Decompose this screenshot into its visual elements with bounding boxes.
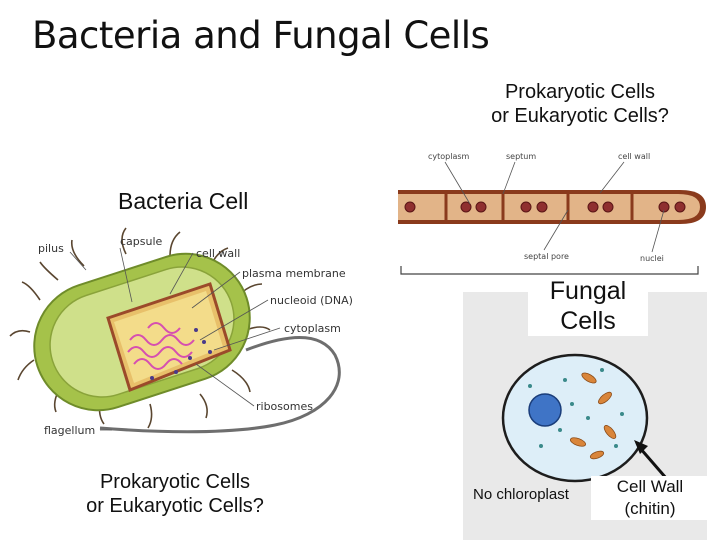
hypha-leader-lines xyxy=(444,161,665,253)
bacteria-label-flagellum: flagellum xyxy=(44,424,96,437)
bacteria-heading: Bacteria Cell xyxy=(118,188,249,214)
hypha-label-septal-pore: septal pore xyxy=(524,252,569,261)
question-bottom: Prokaryotic Cells or Eukaryotic Cells? xyxy=(50,470,300,518)
bacteria-label-capsule: capsule xyxy=(120,235,163,248)
hypha-bracket xyxy=(400,266,699,275)
hypha-diagram xyxy=(398,161,706,275)
hypha-septa xyxy=(444,190,634,224)
bacteria-label-cell-wall: cell wall xyxy=(196,247,241,260)
pili xyxy=(9,227,271,429)
no-chloroplast-note: No chloroplast xyxy=(473,486,569,503)
bacteria-label-cytoplasm: cytoplasm xyxy=(284,322,341,335)
hypha-cytoplasm xyxy=(398,194,700,220)
fungal-heading: Fungal Cells xyxy=(528,276,648,336)
bacteria-diagram xyxy=(9,227,341,434)
fungal-vesicles xyxy=(528,368,624,448)
hypha-label-nuclei: nuclei xyxy=(640,254,664,263)
slide-title: Bacteria and Fungal Cells xyxy=(32,14,490,57)
bacteria-label-plasma-membrane: plasma membrane xyxy=(242,267,346,280)
flagellum xyxy=(99,336,341,434)
cell-wall-arrow xyxy=(638,447,668,479)
question-top-line-1: Prokaryotic Cells xyxy=(504,81,656,103)
nucleoid-dna xyxy=(127,322,195,370)
fungal-heading-line-2: Cells xyxy=(560,307,616,335)
question-top: Prokaryotic Cells or Eukaryotic Cells? xyxy=(460,80,700,128)
hypha-nuclei xyxy=(404,201,686,213)
bacteria-label-nucleoid: nucleoid (DNA) xyxy=(270,294,353,307)
fungal-mitochondria xyxy=(569,372,617,460)
hypha-label-septum: septum xyxy=(506,152,537,161)
bacteria-label-pilus: pilus xyxy=(38,242,64,255)
hypha-label-cell-wall: cell wall xyxy=(618,152,651,161)
bacteria-leader-lines xyxy=(69,247,281,431)
question-bottom-line-1: Prokaryotic Cells xyxy=(99,471,251,493)
question-bottom-line-2: or Eukaryotic Cells? xyxy=(86,495,264,517)
ribosomes xyxy=(150,328,212,380)
fungal-heading-line-1: Fungal xyxy=(549,277,627,305)
cell-wall-arrowhead xyxy=(634,440,648,454)
hypha-label-cytoplasm: cytoplasm xyxy=(428,152,470,161)
cell-wall-note-line-2: (chitin) xyxy=(624,499,676,518)
cell-wall-note: Cell Wall (chitin) xyxy=(591,476,709,520)
fungal-cell-wall xyxy=(501,353,649,483)
fungal-nucleus xyxy=(528,393,562,427)
bacteria-label-ribosomes: ribosomes xyxy=(256,400,313,413)
question-top-line-2: or Eukaryotic Cells? xyxy=(491,105,669,127)
cell-wall-note-line-1: Cell Wall xyxy=(616,477,684,496)
